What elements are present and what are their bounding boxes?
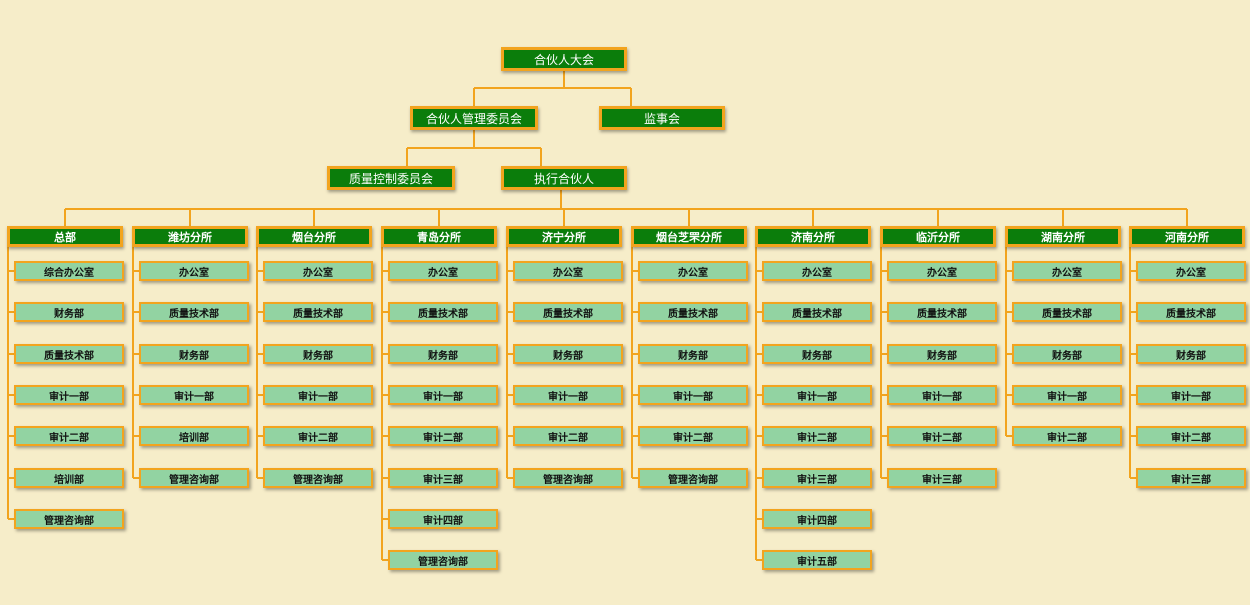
- department-box: 质量技术部: [1136, 302, 1246, 322]
- department-box: 财务部: [887, 344, 997, 364]
- department-box: 办公室: [762, 261, 872, 281]
- department-box: 审计五部: [762, 550, 872, 570]
- department-box: 审计一部: [887, 385, 997, 405]
- department-box: 质量技术部: [1012, 302, 1122, 322]
- department-box: 质量技术部: [388, 302, 498, 322]
- branch-header-yantai: 烟台分所: [256, 226, 372, 247]
- node-supervisory-board: 监事会: [599, 106, 725, 130]
- node-partner-assembly: 合伙人大会: [501, 47, 627, 71]
- department-box: 审计二部: [1136, 426, 1246, 446]
- branch-header-headquarters: 总部: [7, 226, 123, 247]
- department-box: 管理咨询部: [638, 468, 748, 488]
- department-box: 审计二部: [762, 426, 872, 446]
- department-box: 审计四部: [762, 509, 872, 529]
- department-box: 审计三部: [1136, 468, 1246, 488]
- department-box: 审计二部: [513, 426, 623, 446]
- department-box: 审计三部: [762, 468, 872, 488]
- department-box: 审计二部: [1012, 426, 1122, 446]
- department-box: 质量技术部: [762, 302, 872, 322]
- department-box: 财务部: [1012, 344, 1122, 364]
- department-box: 质量技术部: [887, 302, 997, 322]
- department-box: 办公室: [1136, 261, 1246, 281]
- department-box: 管理咨询部: [14, 509, 124, 529]
- department-box: 审计一部: [388, 385, 498, 405]
- department-box: 审计一部: [263, 385, 373, 405]
- branch-header-linyi: 临沂分所: [880, 226, 996, 247]
- department-box: 管理咨询部: [139, 468, 249, 488]
- department-box: 办公室: [887, 261, 997, 281]
- department-box: 管理咨询部: [263, 468, 373, 488]
- department-box: 审计一部: [139, 385, 249, 405]
- department-box: 审计四部: [388, 509, 498, 529]
- department-box: 办公室: [388, 261, 498, 281]
- department-box: 质量技术部: [638, 302, 748, 322]
- department-box: 财务部: [638, 344, 748, 364]
- department-box: 财务部: [388, 344, 498, 364]
- node-quality-control-committee: 质量控制委员会: [327, 166, 455, 190]
- department-box: 审计二部: [638, 426, 748, 446]
- department-box: 管理咨询部: [388, 550, 498, 570]
- department-box: 质量技术部: [513, 302, 623, 322]
- department-box: 审计一部: [638, 385, 748, 405]
- department-box: 审计二部: [388, 426, 498, 446]
- department-box: 审计一部: [14, 385, 124, 405]
- department-box: 审计二部: [263, 426, 373, 446]
- branch-header-henan: 河南分所: [1129, 226, 1245, 247]
- department-box: 管理咨询部: [513, 468, 623, 488]
- department-box: 财务部: [1136, 344, 1246, 364]
- department-box: 审计一部: [1136, 385, 1246, 405]
- department-box: 审计二部: [887, 426, 997, 446]
- department-box: 审计一部: [762, 385, 872, 405]
- branch-header-jining: 济宁分所: [506, 226, 622, 247]
- department-box: 办公室: [1012, 261, 1122, 281]
- branch-header-hunan: 湖南分所: [1005, 226, 1121, 247]
- department-box: 综合办公室: [14, 261, 124, 281]
- branch-header-weifang: 潍坊分所: [132, 226, 248, 247]
- department-box: 培训部: [139, 426, 249, 446]
- department-box: 财务部: [513, 344, 623, 364]
- department-box: 财务部: [762, 344, 872, 364]
- department-box: 财务部: [263, 344, 373, 364]
- department-box: 审计一部: [513, 385, 623, 405]
- branch-header-qingdao: 青岛分所: [381, 226, 497, 247]
- department-box: 财务部: [139, 344, 249, 364]
- department-box: 质量技术部: [14, 344, 124, 364]
- department-box: 审计三部: [887, 468, 997, 488]
- node-executive-partner: 执行合伙人: [501, 166, 627, 190]
- department-box: 审计三部: [388, 468, 498, 488]
- department-box: 办公室: [139, 261, 249, 281]
- department-box: 办公室: [263, 261, 373, 281]
- department-box: 办公室: [513, 261, 623, 281]
- department-box: 财务部: [14, 302, 124, 322]
- department-box: 质量技术部: [263, 302, 373, 322]
- department-box: 审计一部: [1012, 385, 1122, 405]
- department-box: 培训部: [14, 468, 124, 488]
- department-box: 质量技术部: [139, 302, 249, 322]
- branch-header-yantai-zhifu: 烟台芝罘分所: [631, 226, 747, 247]
- branch-header-jinan: 济南分所: [755, 226, 871, 247]
- department-box: 审计二部: [14, 426, 124, 446]
- department-box: 办公室: [638, 261, 748, 281]
- node-partner-management-committee: 合伙人管理委员会: [410, 106, 538, 130]
